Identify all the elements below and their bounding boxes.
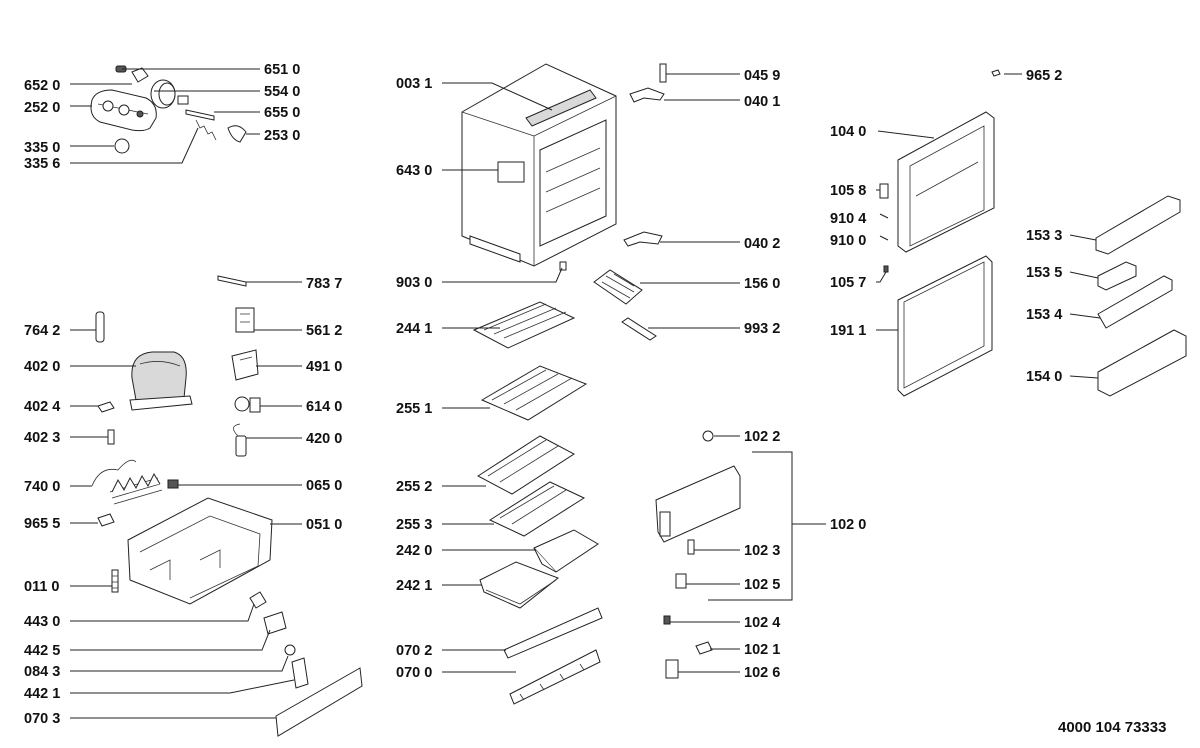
label-1022: 102 2 (744, 429, 780, 445)
label-7642: 764 2 (24, 323, 60, 339)
label-0702: 070 2 (396, 643, 432, 659)
label-4421: 442 1 (24, 686, 60, 702)
cabinet (461, 63, 617, 267)
label-4425: 442 5 (24, 643, 60, 659)
label-2520: 252 0 (24, 100, 60, 116)
label-6550: 655 0 (264, 105, 300, 121)
label-0650: 065 0 (306, 478, 342, 494)
condenser-and-base (91, 459, 363, 737)
label-0510: 051 0 (306, 517, 342, 533)
label-0700: 070 0 (396, 665, 432, 681)
label-2420: 242 0 (396, 543, 432, 559)
label-6140: 614 0 (306, 399, 342, 415)
label-0401: 040 1 (744, 94, 780, 110)
label-4910: 491 0 (306, 359, 342, 375)
label-4020: 402 0 (24, 359, 60, 375)
thermostat-assembly (90, 65, 247, 154)
label-0703: 070 3 (24, 711, 60, 727)
label-5612: 561 2 (306, 323, 342, 339)
label-2441: 244 1 (396, 321, 432, 337)
label-4024: 402 4 (24, 399, 60, 415)
label-1023: 102 3 (744, 543, 780, 559)
label-1021: 102 1 (744, 642, 780, 658)
label-1540: 154 0 (1026, 369, 1062, 385)
label-4430: 443 0 (24, 614, 60, 630)
label-1560: 156 0 (744, 276, 780, 292)
label-2530: 253 0 (264, 128, 300, 144)
part-labels: 651 0 652 0 554 0 252 0 655 0 253 0 335 … (24, 62, 1166, 736)
door-shelves (1095, 195, 1187, 397)
label-9104: 910 4 (830, 211, 866, 227)
label-0110: 011 0 (24, 579, 60, 595)
freezer-door-assembly (655, 430, 741, 679)
label-5540: 554 0 (264, 84, 300, 100)
label-9655: 965 5 (24, 516, 60, 532)
label-9030: 903 0 (396, 275, 432, 291)
label-1533: 153 3 (1026, 228, 1062, 244)
label-6430: 643 0 (396, 163, 432, 179)
label-0843: 084 3 (24, 664, 60, 680)
compressor-parts (95, 275, 261, 457)
label-0402: 040 2 (744, 236, 780, 252)
label-1040: 104 0 (830, 124, 866, 140)
label-2552: 255 2 (396, 479, 432, 495)
label-1911: 191 1 (830, 323, 866, 339)
label-7400: 740 0 (24, 479, 60, 495)
shelves (472, 301, 603, 705)
label-2421: 242 1 (396, 578, 432, 594)
label-4023: 402 3 (24, 430, 60, 446)
door-assembly (879, 69, 1001, 397)
label-4200: 420 0 (306, 431, 342, 447)
label-7837: 783 7 (306, 276, 342, 292)
label-1534: 153 4 (1026, 307, 1062, 323)
label-1535: 153 5 (1026, 265, 1062, 281)
label-3356: 335 6 (24, 156, 60, 172)
label-2553: 255 3 (396, 517, 432, 533)
leader-lines (70, 68, 1101, 719)
label-1026: 102 6 (744, 665, 780, 681)
label-1057: 105 7 (830, 275, 866, 291)
label-1058: 105 8 (830, 183, 866, 199)
label-0031: 003 1 (396, 76, 432, 92)
label-2551: 255 1 (396, 401, 432, 417)
hinges-and-small-parts (559, 63, 667, 341)
label-6510: 651 0 (264, 62, 300, 78)
label-0459: 045 9 (744, 68, 780, 84)
document-number: 4000 104 73333 (1058, 719, 1166, 736)
label-1025: 102 5 (744, 577, 780, 593)
label-6520: 652 0 (24, 78, 60, 94)
label-9932: 993 2 (744, 321, 780, 337)
label-3350: 335 0 (24, 140, 60, 156)
label-1020: 102 0 (830, 517, 866, 533)
label-9100: 910 0 (830, 233, 866, 249)
label-1024: 102 4 (744, 615, 780, 631)
label-9652: 965 2 (1026, 68, 1062, 84)
